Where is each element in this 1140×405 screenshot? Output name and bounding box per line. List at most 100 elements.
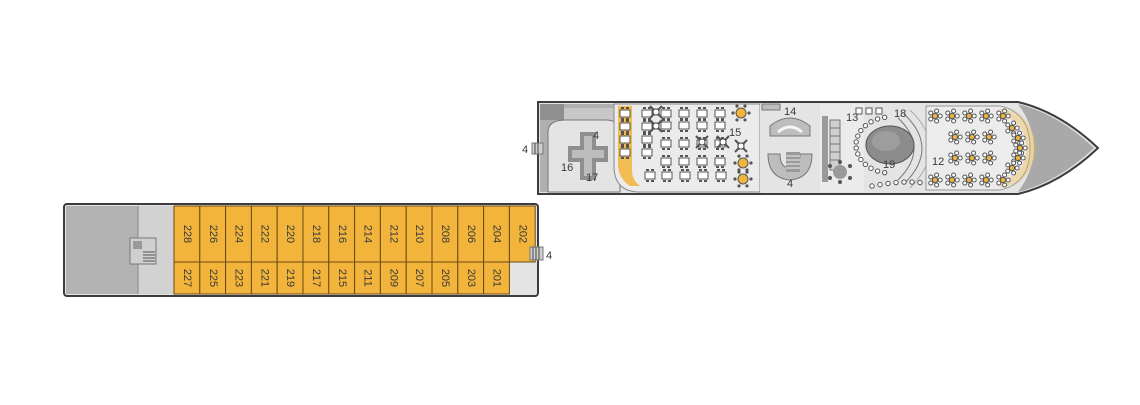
lounge-chair [881, 169, 888, 176]
cabin-206[interactable]: 206 [457, 205, 485, 263]
dining-table [644, 169, 656, 182]
cabin-block [431, 261, 459, 295]
cabin-number: 226 [207, 225, 219, 243]
cabin-222[interactable]: 222 [250, 205, 278, 263]
cabin-226[interactable]: 226 [199, 205, 227, 263]
cabin-201[interactable]: 201 [483, 261, 510, 295]
dining-table [696, 155, 708, 168]
lounge-table [962, 108, 977, 124]
label-stern-stairs: 4 [522, 144, 528, 156]
cabin-number: 223 [233, 269, 245, 287]
main-deck-lobby-stairs [568, 132, 608, 180]
cabin-225[interactable]: 225 [199, 261, 227, 295]
lounge-chair [853, 139, 859, 145]
cabin-217[interactable]: 217 [302, 261, 330, 295]
lounge-chair [855, 133, 861, 139]
cabin-number: 204 [491, 225, 503, 243]
dining-table [696, 119, 708, 132]
cabin-block [483, 261, 510, 295]
lounge-table [928, 172, 943, 188]
lounge-chair [874, 116, 881, 122]
dining-table [660, 119, 672, 132]
cabin-number: 201 [491, 269, 503, 287]
cabin-205[interactable]: 205 [431, 261, 459, 295]
round-table [731, 104, 751, 122]
cabin-block [173, 205, 201, 263]
cabin-block [225, 261, 252, 295]
cabin-block [250, 205, 278, 263]
cabin-218[interactable]: 218 [302, 205, 330, 263]
cabin-202[interactable]: 202 [508, 205, 536, 263]
cabin-209[interactable]: 209 [379, 261, 407, 295]
cabin-212[interactable]: 212 [379, 205, 407, 263]
cabin-block [225, 205, 252, 263]
cabin-219[interactable]: 219 [276, 261, 304, 295]
label-elevator-area: 14 [784, 106, 796, 118]
cabin-227[interactable]: 227 [173, 261, 201, 295]
cabin-number: 208 [439, 225, 451, 243]
dining-table-four [695, 135, 709, 149]
cabin-207[interactable]: 207 [405, 261, 433, 295]
dining-table [660, 137, 672, 150]
label-reception: 16 [561, 162, 573, 174]
cabin-block [328, 261, 356, 295]
dining-table [678, 137, 690, 150]
cabin-223[interactable]: 223 [225, 261, 252, 295]
round-table [733, 154, 753, 172]
cabin-block [405, 261, 433, 295]
dining-table [678, 155, 690, 168]
dining-table-four [649, 119, 663, 133]
lounge-window-seating [1000, 108, 1036, 188]
cabin-number: 227 [181, 269, 193, 287]
cabin-number: 211 [362, 269, 374, 287]
cabin-211[interactable]: 211 [354, 261, 381, 295]
cabin-214[interactable]: 214 [354, 205, 381, 263]
dining-table [661, 169, 673, 182]
main-deck-stern-stairs: 4 [522, 142, 544, 156]
lounge-chair [881, 114, 888, 121]
cabin-215[interactable]: 215 [328, 261, 356, 295]
dining-table [679, 169, 691, 182]
cabin-204[interactable]: 204 [483, 205, 510, 263]
cabin-block [379, 261, 407, 295]
dining-table [619, 120, 631, 133]
lounge-chair [868, 119, 874, 125]
lounge-table [965, 129, 980, 145]
lower-deck-stair-label: 4 [546, 250, 552, 262]
cabin-number: 216 [336, 225, 348, 243]
cabin-220[interactable]: 220 [276, 205, 304, 263]
lounge-table [996, 108, 1011, 124]
cabin-number: 225 [207, 269, 219, 287]
cabin-224[interactable]: 224 [225, 205, 252, 263]
lounge-chair [855, 107, 863, 115]
cabin-number: 221 [258, 269, 270, 287]
lounge-table [948, 129, 963, 145]
cabin-221[interactable]: 221 [250, 261, 278, 295]
cabin-216[interactable]: 216 [328, 205, 356, 263]
dining-table [619, 146, 631, 159]
cabin-number: 202 [516, 225, 528, 243]
cabin-228[interactable]: 228 [173, 205, 201, 263]
dining-table [660, 155, 672, 168]
lounge-table [982, 129, 997, 145]
label-restaurant: 15 [729, 127, 741, 139]
dining-table [641, 133, 653, 146]
dining-table [641, 146, 653, 159]
main-deck-bow-tip [1018, 104, 1094, 192]
lounge-chair [855, 151, 861, 157]
lounge-chair [858, 156, 864, 163]
lounge-table [928, 108, 943, 124]
cabin-203[interactable]: 203 [457, 261, 485, 295]
label-shop: 17 [586, 172, 598, 184]
dining-table-four [734, 139, 748, 153]
cabin-number: 209 [387, 269, 399, 287]
cabin-block [173, 261, 201, 295]
lounge-chair [862, 161, 869, 168]
label-dance-floor: 18 [894, 108, 906, 120]
cabin-210[interactable]: 210 [405, 205, 433, 263]
dining-table [714, 119, 726, 132]
lower-deck-bow-stairs: 4 [529, 246, 552, 262]
dining-table [641, 120, 653, 133]
cabin-208[interactable]: 208 [431, 205, 459, 263]
